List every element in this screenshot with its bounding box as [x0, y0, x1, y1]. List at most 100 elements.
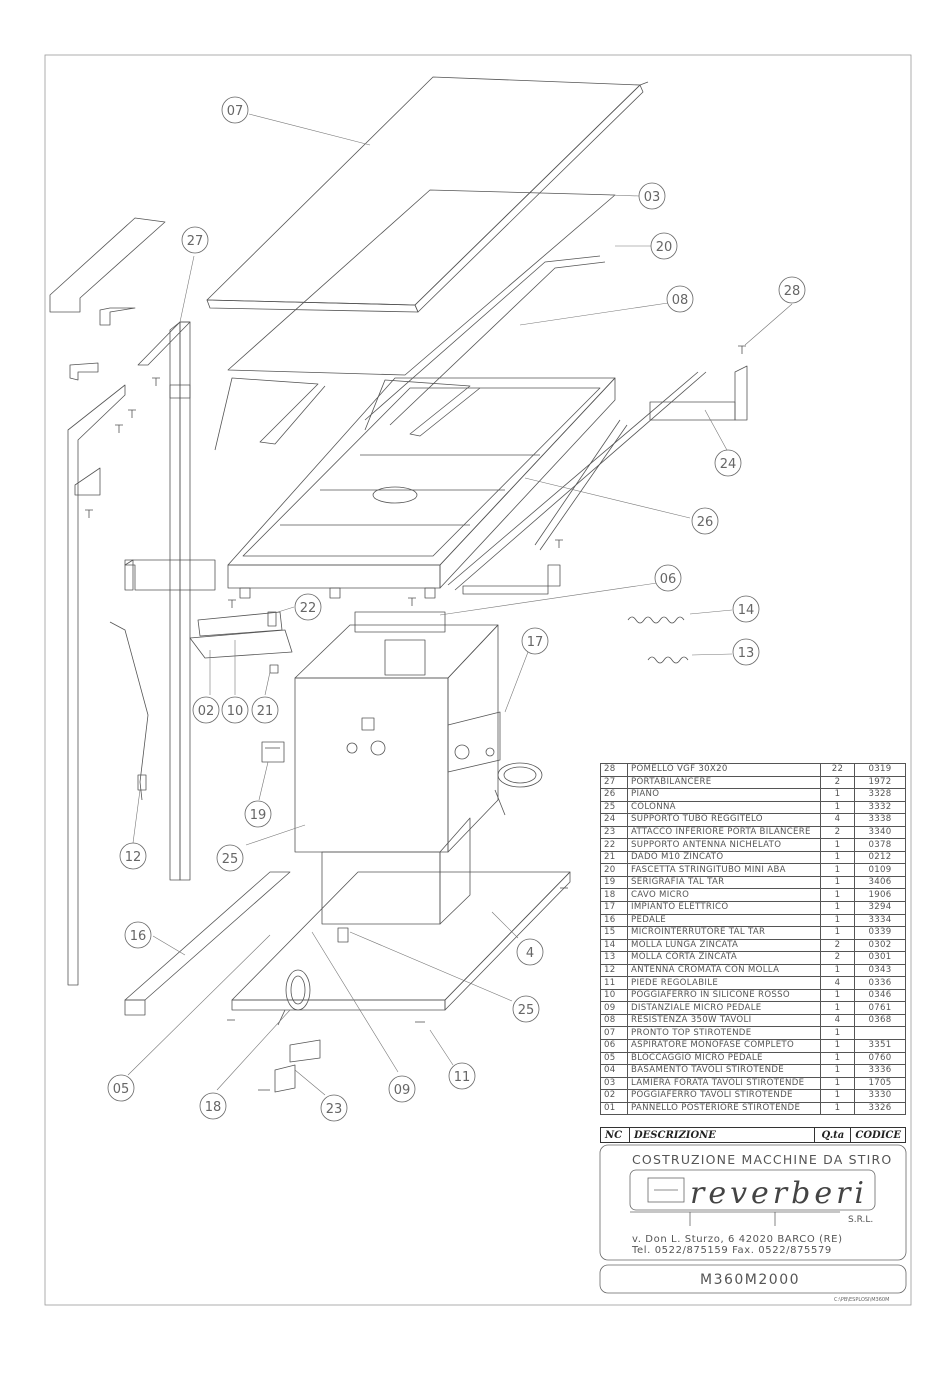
part-top-panel	[206, 76, 649, 313]
part-perforated-sheet	[227, 189, 616, 376]
part-cable	[277, 969, 311, 1026]
callout-17: 17	[521, 627, 549, 655]
callout-label: 21	[257, 704, 274, 719]
callout-03: 03	[638, 182, 666, 210]
callout-11: 11	[448, 1062, 476, 1090]
header-description: DESCRIZIONE	[628, 1127, 816, 1143]
header-qty: Q.ta	[814, 1127, 852, 1143]
callout-16: 16	[124, 921, 152, 949]
callout-label: 26	[697, 515, 714, 530]
part-iron-rests	[189, 611, 293, 674]
callout-label: 03	[644, 190, 661, 205]
callout-24: 24	[714, 449, 742, 477]
callout-26: 26	[691, 507, 719, 535]
callout-label: 25	[222, 852, 239, 867]
callout-10: 10	[221, 696, 249, 724]
part-code: 3326	[854, 1101, 906, 1116]
part-pedal	[124, 871, 291, 1016]
part-springs	[627, 616, 689, 664]
callout-02: 02	[192, 696, 220, 724]
part-code: 0319	[854, 763, 906, 777]
callout-25: 25	[216, 844, 244, 872]
iron-logo-icon	[647, 1177, 685, 1203]
callout-21: 21	[251, 696, 279, 724]
callout-label: 13	[738, 646, 755, 661]
sheet-border	[44, 54, 912, 1306]
callout-label: 17	[527, 635, 544, 650]
callout-label: 05	[113, 1082, 130, 1097]
part-column	[294, 624, 499, 925]
part-antenna	[109, 621, 149, 801]
callout-25: 25	[512, 995, 540, 1023]
part-spacer	[337, 927, 349, 943]
company-srl: S.R.L.	[848, 1215, 874, 1225]
callout-19: 19	[244, 800, 272, 828]
company-contacts: Tel. 0522/875159 Fax. 0522/875579	[632, 1245, 832, 1256]
company-address: v. Don L. Sturzo, 6 42020 BARCO (RE)	[632, 1234, 843, 1245]
callout-05: 05	[107, 1074, 135, 1102]
parts-list-header: NC DESCRIZIONE Q.ta CODICE	[600, 1127, 906, 1143]
part-base	[227, 871, 571, 1023]
part-number: 03	[600, 1076, 628, 1091]
part-knobs	[85, 345, 746, 608]
callout-label: 27	[187, 234, 204, 249]
callout-label: 25	[518, 1003, 535, 1018]
callout-23: 23	[320, 1094, 348, 1122]
company-title: COSTRUZIONE MACCHINE DA STIRO	[632, 1152, 893, 1167]
callout-label: 06	[660, 572, 677, 587]
callout-label: 11	[454, 1070, 471, 1085]
callout-18: 18	[199, 1092, 227, 1120]
part-code: 1705	[854, 1076, 906, 1091]
logo-frame	[629, 1169, 876, 1211]
callout-28: 28	[778, 276, 806, 304]
callout-label: 10	[227, 704, 244, 719]
header-code: CODICE	[850, 1127, 906, 1143]
part-code: 3351	[854, 1039, 906, 1053]
model-code: M360M2000	[700, 1272, 801, 1288]
part-description: RESISTENZA 350W TAVOLI	[627, 1013, 821, 1028]
callout-12: 12	[119, 842, 147, 870]
callout-label: 09	[394, 1083, 411, 1098]
callout-20: 20	[650, 232, 678, 260]
part-tube-support	[447, 365, 748, 595]
part-description: BLOCCAGGIO MICRO PEDALE	[627, 1051, 821, 1066]
callout-label: 24	[720, 457, 737, 472]
file-path: C:\PB\ESPLOSI\M360M	[834, 1297, 890, 1303]
part-code: 0368	[854, 1013, 906, 1028]
callout-label: 4	[526, 946, 534, 961]
callout-label: 08	[672, 293, 689, 308]
callout-07: 07	[221, 96, 249, 124]
part-code: 3334	[854, 913, 906, 928]
callout-27: 27	[181, 226, 209, 254]
part-quantity: 4	[820, 1013, 855, 1028]
part-board-frame	[227, 377, 616, 599]
part-lower-attachment	[258, 1039, 321, 1093]
callout-09: 09	[388, 1075, 416, 1103]
callout-13: 13	[732, 638, 760, 666]
callout-label: 18	[205, 1100, 222, 1115]
part-quantity: 1	[820, 1039, 855, 1053]
part-number: 01	[600, 1101, 628, 1116]
part-quantity: 1	[820, 1101, 855, 1116]
part-description: POGGIAFERRO TAVOLI STIROTENDE	[627, 1089, 821, 1103]
callout-label: 12	[125, 850, 142, 865]
part-heating-elements	[214, 255, 606, 451]
callout-label: 23	[326, 1102, 343, 1117]
callout-label: 02	[198, 704, 215, 719]
callout-4: 4	[516, 938, 544, 966]
part-number: 04	[600, 1064, 628, 1078]
